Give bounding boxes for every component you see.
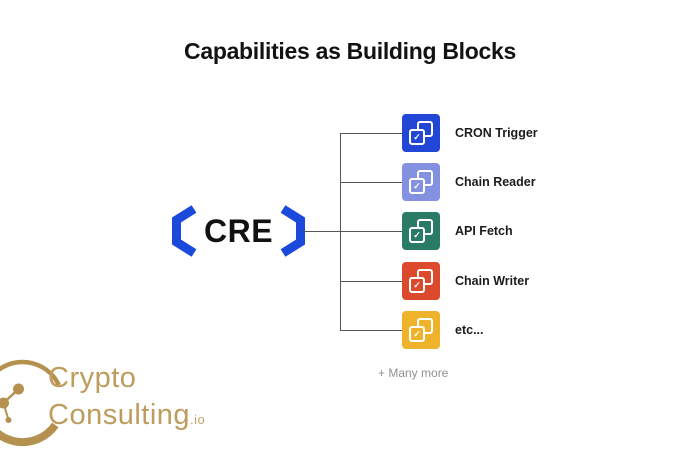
check-square-shape: ✓ bbox=[409, 326, 425, 342]
check-square-shape: ✓ bbox=[409, 129, 425, 145]
check-square-shape: ✓ bbox=[409, 277, 425, 293]
many-more-note: + Many more bbox=[378, 366, 449, 380]
layers-check-icon: ✓ bbox=[402, 262, 440, 300]
cre-label: CRE bbox=[204, 213, 274, 249]
brand-suffix: .io bbox=[190, 412, 206, 427]
brand-name-line2: Consulting bbox=[48, 399, 191, 431]
layers-check-icon: ✓ bbox=[402, 311, 440, 349]
capability-item-chain-reader: ✓ Chain Reader bbox=[402, 163, 536, 201]
connector-branch-line-5 bbox=[340, 330, 402, 331]
brand-name: Crypto Consulting.io bbox=[48, 360, 205, 438]
capability-label: API Fetch bbox=[455, 224, 513, 238]
connector-branch-line-4 bbox=[340, 281, 402, 282]
cre-left-bracket-icon bbox=[172, 205, 197, 257]
layers-check-icon: ✓ bbox=[402, 114, 440, 152]
capability-item-api-fetch: ✓ API Fetch bbox=[402, 212, 513, 250]
layers-check-icon: ✓ bbox=[402, 212, 440, 250]
capability-item-etc: ✓ etc... bbox=[402, 311, 484, 349]
check-square-shape: ✓ bbox=[409, 178, 425, 194]
brand-name-line1: Crypto bbox=[48, 362, 137, 394]
connector-root-line bbox=[303, 231, 341, 232]
connector-branch-line-1 bbox=[340, 133, 402, 134]
capability-item-chain-writer: ✓ Chain Writer bbox=[402, 262, 529, 300]
layers-check-icon: ✓ bbox=[402, 163, 440, 201]
cre-right-bracket-icon bbox=[280, 205, 306, 257]
capability-label: Chain Writer bbox=[455, 274, 530, 288]
capability-label: CRON Trigger bbox=[455, 126, 538, 140]
page-title: Capabilities as Building Blocks bbox=[184, 38, 516, 64]
capability-label: etc... bbox=[455, 323, 484, 337]
cre-logo: CRE bbox=[168, 203, 309, 259]
capability-item-cron-trigger: ✓ CRON Trigger bbox=[402, 114, 538, 152]
capability-label: Chain Reader bbox=[455, 175, 536, 189]
check-square-shape: ✓ bbox=[409, 227, 425, 243]
connector-branch-line-2 bbox=[340, 182, 402, 183]
connector-branch-line-3 bbox=[340, 231, 402, 232]
brand-emblem-icon bbox=[0, 359, 61, 447]
